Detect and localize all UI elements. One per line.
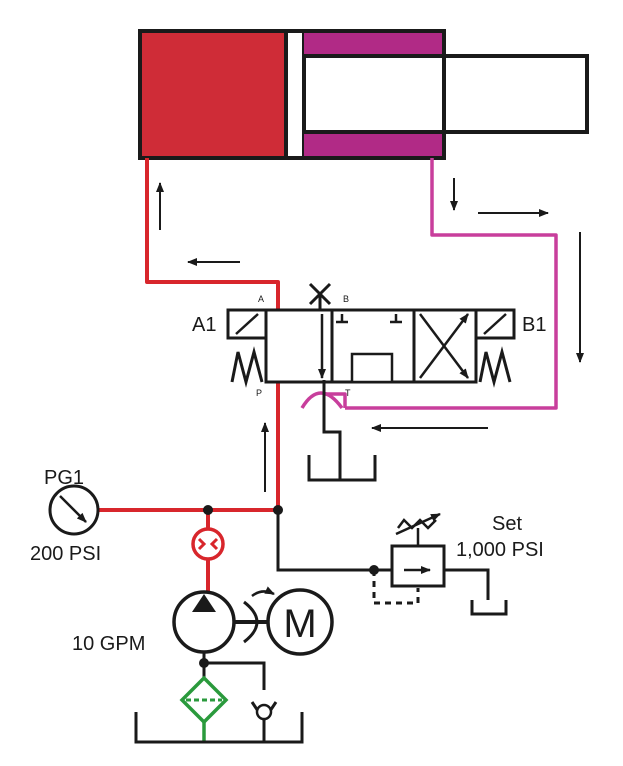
line-relief-to-tank: [444, 568, 490, 600]
valve-center-tandem: [350, 352, 394, 384]
solenoid-a-label: A1: [192, 314, 216, 336]
valve-tank-icon: [307, 380, 377, 482]
pump-icon: [172, 586, 275, 654]
relief-lines: [276, 510, 490, 605]
line-crossover-bump: [300, 391, 344, 410]
gauge-reading-label: 200 PSI: [30, 543, 101, 565]
line-return-crossover: [324, 392, 347, 408]
pressure-gauge-icon: [48, 484, 100, 536]
solenoid-b-label: B1: [522, 314, 546, 336]
solenoid-a-coil: [235, 313, 259, 335]
filter-icon: [179, 675, 229, 742]
valve-cross-path-2: [419, 313, 469, 379]
valve-port-b-label: B: [343, 294, 349, 304]
line-to-relief-valve: [276, 510, 392, 572]
valve-port-p-label: P: [256, 388, 262, 398]
valve-center-block-a: [336, 314, 348, 324]
spring-right-icon: [478, 346, 512, 388]
flow-meter-icon: [191, 527, 225, 561]
directional-control-valve: A B P T A1 B1: [192, 282, 546, 398]
line-relief-drain: [372, 570, 420, 605]
pump-flow-label: 10 GPM: [72, 633, 145, 655]
valve-port-a-label: A: [258, 294, 264, 304]
check-valve-icon: [250, 701, 278, 742]
gauge-name-label: PG1: [44, 467, 84, 489]
cylinder-piston: [284, 29, 306, 160]
relief-valve-icon: [390, 512, 446, 588]
flow-arrows: [156, 178, 584, 492]
relief-tank-icon: [470, 600, 508, 616]
cylinder-barrel-outline: [138, 29, 446, 160]
pressure-lines: [98, 158, 286, 594]
relief-set-label: Set: [492, 513, 522, 535]
return-lines: [300, 158, 558, 410]
reservoir-tank-icon: [134, 712, 304, 744]
valve-port-t-label: T: [345, 388, 351, 398]
cylinder-cap-end-chamber: [140, 31, 286, 158]
relief-pressure-label: 1,000 PSI: [456, 539, 544, 561]
solenoid-b-coil: [483, 313, 507, 335]
electric-motor-icon: M: [266, 588, 334, 656]
suction-lines: [202, 652, 266, 690]
solenoid-a-icon: [226, 308, 268, 340]
line-rod-end-to-tank: [345, 158, 558, 410]
cylinder: [138, 29, 589, 160]
spring-left-icon: [230, 346, 264, 388]
motor-letter: M: [283, 602, 316, 646]
valve-center-block-b: [390, 314, 402, 324]
line-cap-end-to-port-a: [145, 158, 280, 310]
